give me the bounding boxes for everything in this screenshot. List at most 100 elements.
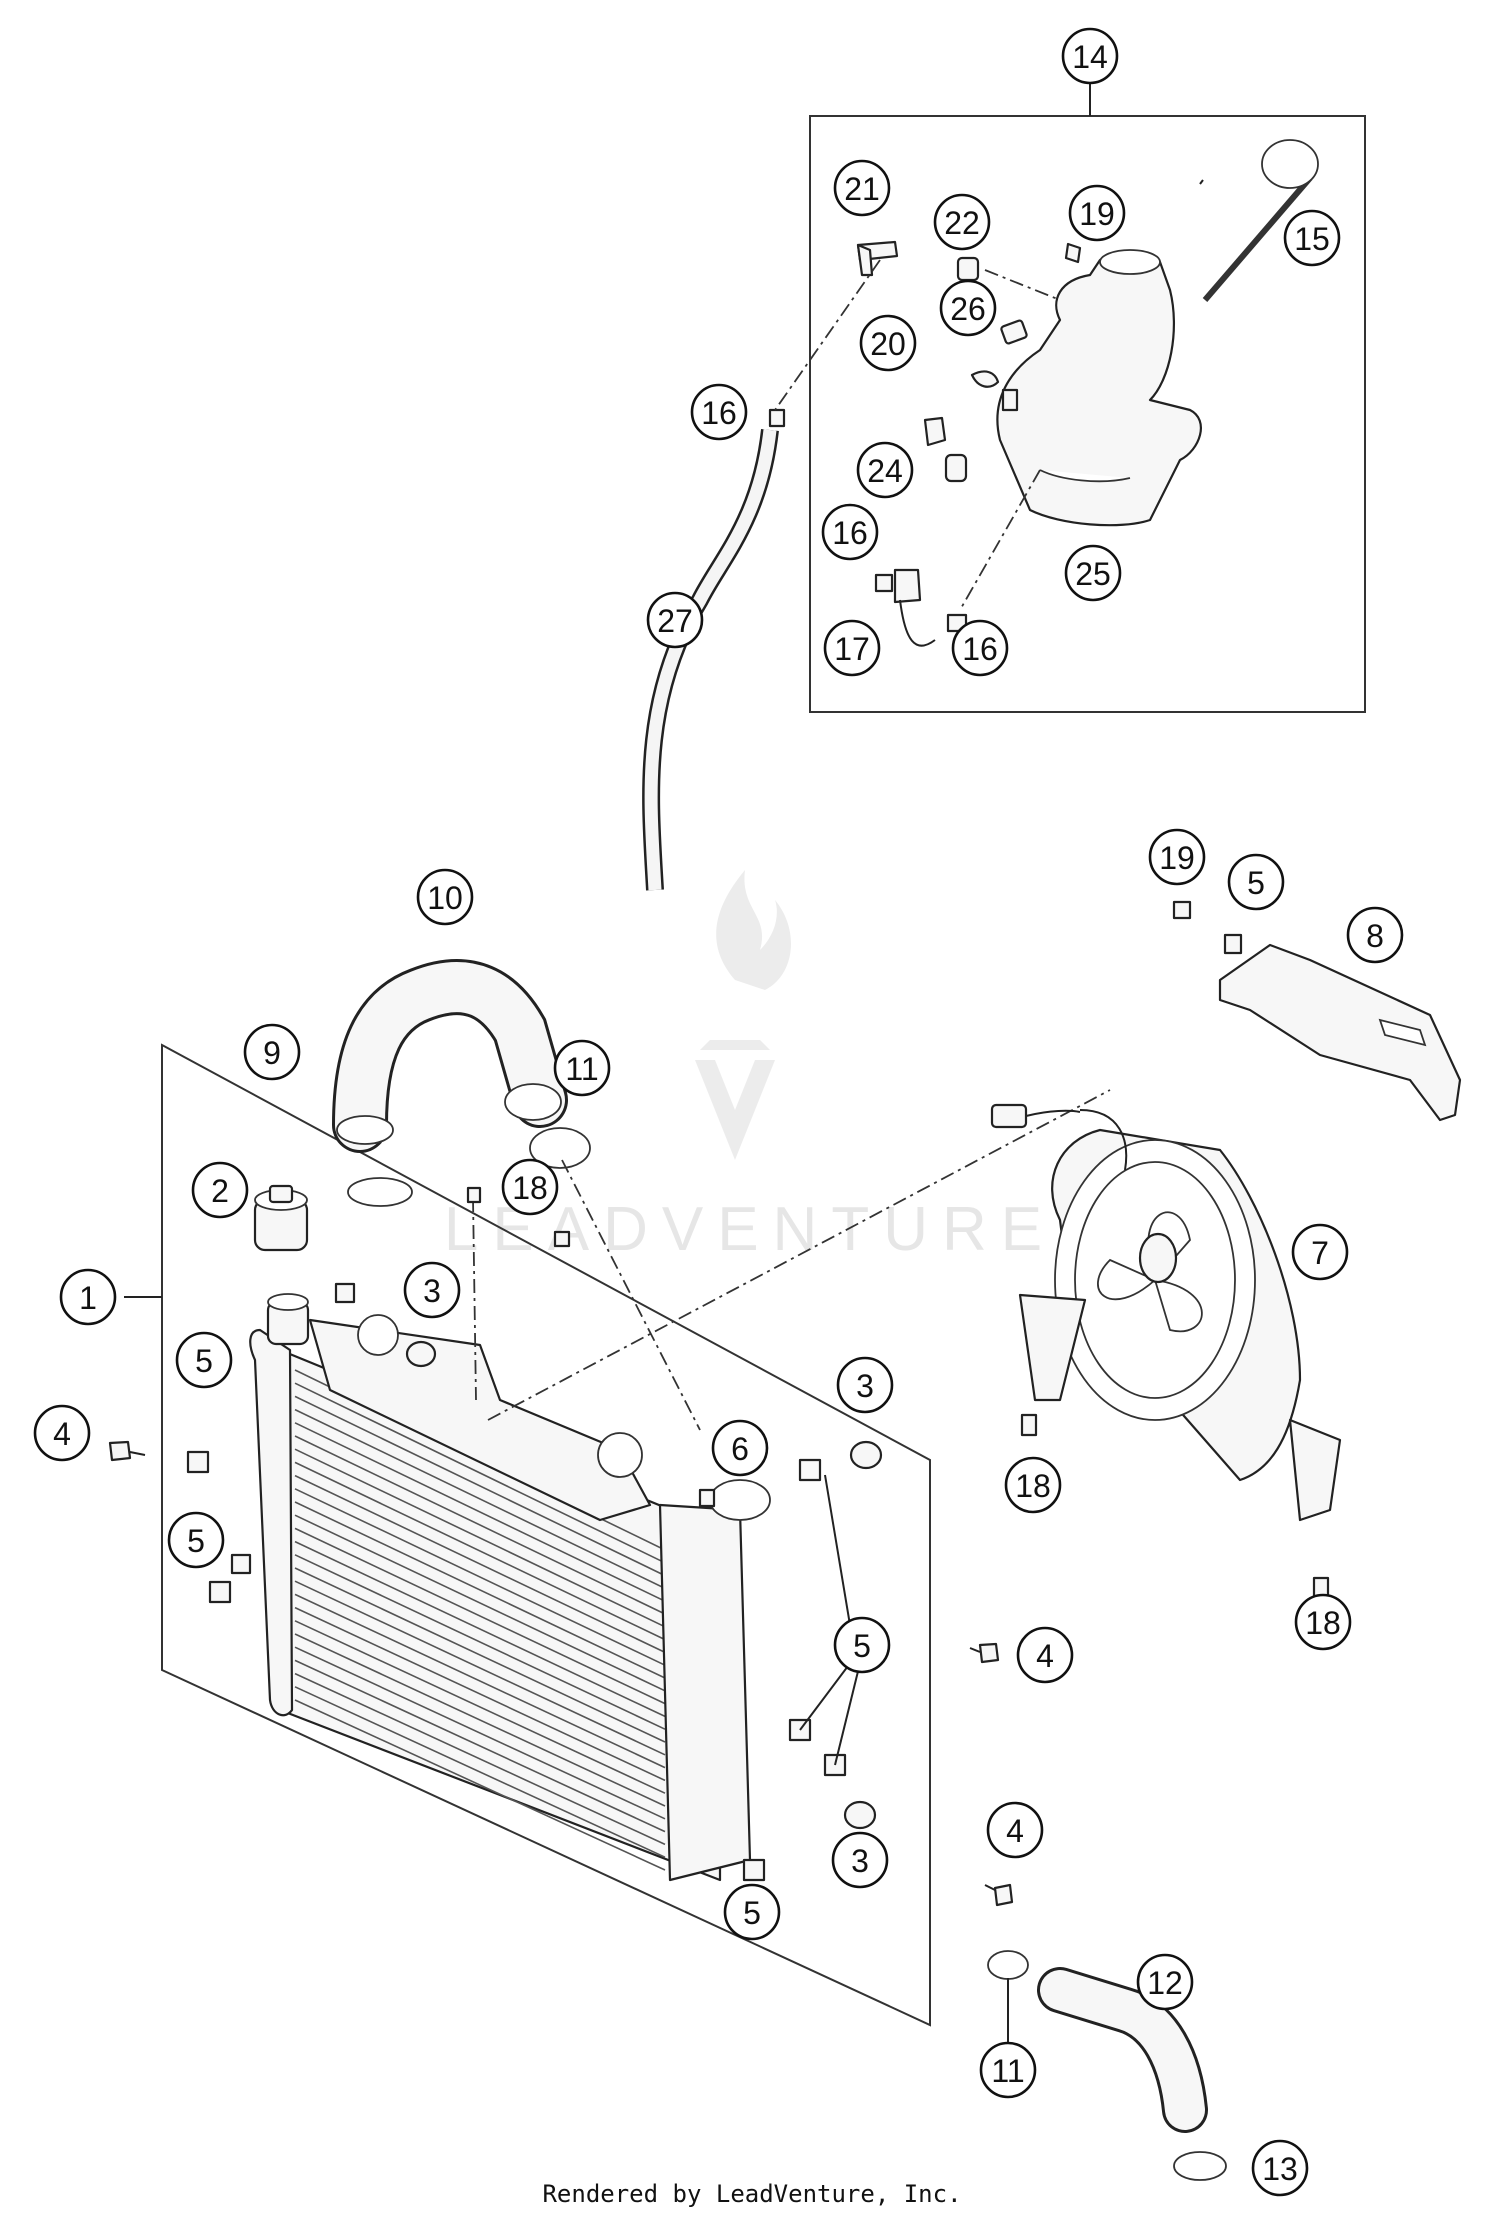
callout-number: 4 xyxy=(1036,1638,1054,1674)
callout-8[interactable]: 8 xyxy=(1346,906,1404,964)
callout-number: 18 xyxy=(512,1170,548,1206)
callout-number: 19 xyxy=(1079,196,1115,232)
callout-4c[interactable]: 4 xyxy=(986,1801,1044,1859)
callout-circle xyxy=(416,868,474,926)
radiator-fin xyxy=(294,1606,666,1782)
callout-number: 5 xyxy=(187,1523,205,1559)
callout-5b[interactable]: 5 xyxy=(167,1511,225,1569)
callout-number: 1 xyxy=(79,1280,97,1316)
radiator-fin xyxy=(294,1699,666,1871)
callout-12[interactable]: 12 xyxy=(1136,1953,1194,2011)
callout-number: 12 xyxy=(1147,1965,1183,2001)
hose-clamp xyxy=(987,1950,1029,1980)
callout-18b[interactable]: 18 xyxy=(1004,1456,1062,1514)
callout-circle xyxy=(859,314,917,372)
callout-27[interactable]: 27 xyxy=(646,591,704,649)
radiator-fin xyxy=(294,1514,666,1692)
callout-number: 3 xyxy=(856,1368,874,1404)
callout-number: 26 xyxy=(950,291,986,327)
callout-16a[interactable]: 16 xyxy=(690,383,748,441)
callout-circle xyxy=(1148,828,1206,886)
callout-21[interactable]: 21 xyxy=(833,159,891,217)
callout-number: 16 xyxy=(962,631,998,667)
radiator-cap xyxy=(253,1184,309,1252)
callout-18c[interactable]: 18 xyxy=(1294,1593,1352,1651)
callout-3c[interactable]: 3 xyxy=(831,1831,889,1889)
radiator-core xyxy=(249,1314,771,1882)
callout-11b[interactable]: 11 xyxy=(979,2041,1037,2099)
flame-logo-icon xyxy=(695,870,792,1160)
callout-circle xyxy=(1291,1223,1349,1281)
callout-5e[interactable]: 5 xyxy=(1227,853,1285,911)
callout-14[interactable]: 14 xyxy=(1061,27,1119,85)
guide-line xyxy=(487,1089,1111,1421)
callout-25[interactable]: 25 xyxy=(1064,544,1122,602)
callout-26[interactable]: 26 xyxy=(939,279,997,337)
callout-circle xyxy=(1346,906,1404,964)
radiator-fin xyxy=(294,1422,666,1602)
callout-3b[interactable]: 3 xyxy=(836,1356,894,1414)
callout-19a[interactable]: 19 xyxy=(1068,184,1126,242)
hose-clamp xyxy=(1173,2151,1227,2181)
callout-1[interactable]: 1 xyxy=(59,1268,117,1326)
callout-19b[interactable]: 19 xyxy=(1148,828,1206,886)
callout-circle xyxy=(175,1331,233,1389)
callout-number: 15 xyxy=(1294,221,1330,257)
radiator-hardware xyxy=(108,1186,1014,1907)
callout-11a[interactable]: 11 xyxy=(553,1039,611,1097)
callout-number: 4 xyxy=(53,1416,71,1452)
callout-15[interactable]: 15 xyxy=(1283,209,1341,267)
callout-17[interactable]: 17 xyxy=(823,619,881,677)
callout-4b[interactable]: 4 xyxy=(1016,1626,1074,1684)
callout-20[interactable]: 20 xyxy=(859,314,917,372)
callout-10[interactable]: 10 xyxy=(416,868,474,926)
callout-24[interactable]: 24 xyxy=(856,441,914,499)
callout-16c[interactable]: 16 xyxy=(951,619,1009,677)
callout-number: 3 xyxy=(423,1273,441,1309)
callout-number: 5 xyxy=(743,1895,761,1931)
callout-22[interactable]: 22 xyxy=(933,193,991,251)
callout-circle xyxy=(933,193,991,251)
callout-circle xyxy=(833,1616,891,1674)
reservoir-cap-dipstick xyxy=(1199,139,1319,302)
radiator-fin xyxy=(294,1540,666,1718)
radiator-fin xyxy=(294,1461,666,1641)
callout-4a[interactable]: 4 xyxy=(33,1404,91,1462)
hose-clamp xyxy=(347,1177,413,1207)
fan-bolt xyxy=(1020,1413,1038,1437)
callout-7[interactable]: 7 xyxy=(1291,1223,1349,1281)
guide-line xyxy=(472,1197,477,1401)
callout-9[interactable]: 9 xyxy=(243,1023,301,1081)
callout-number: 5 xyxy=(853,1628,871,1664)
callout-circle xyxy=(1251,2139,1309,2197)
callout-circle xyxy=(690,383,748,441)
radiator-fin xyxy=(294,1659,666,1833)
callout-3a[interactable]: 3 xyxy=(403,1261,461,1319)
callout-16b[interactable]: 16 xyxy=(821,503,879,561)
radiator-fin xyxy=(294,1593,666,1769)
radiator-fin xyxy=(294,1633,666,1807)
radiator-fin xyxy=(294,1686,666,1858)
callout-18a[interactable]: 18 xyxy=(501,1158,559,1216)
callout-number: 9 xyxy=(263,1035,281,1071)
callout-number: 8 xyxy=(1366,918,1384,954)
guide-line xyxy=(561,1159,701,1431)
callout-number: 3 xyxy=(851,1843,869,1879)
callout-6[interactable]: 6 xyxy=(711,1419,769,1477)
callout-2[interactable]: 2 xyxy=(191,1161,249,1219)
lower-radiator-hose xyxy=(1037,1967,1208,2133)
callout-circle xyxy=(1064,544,1122,602)
radiator-fin xyxy=(294,1567,666,1743)
callout-5d[interactable]: 5 xyxy=(723,1883,781,1941)
callout-number: 25 xyxy=(1075,556,1111,592)
callout-circle xyxy=(1061,27,1119,85)
callout-circle xyxy=(821,503,879,561)
callout-circle xyxy=(553,1039,611,1097)
callout-5c[interactable]: 5 xyxy=(833,1616,891,1674)
radiator-fin xyxy=(294,1554,666,1730)
callout-circle xyxy=(1294,1593,1352,1651)
callout-5a[interactable]: 5 xyxy=(175,1331,233,1389)
callout-13[interactable]: 13 xyxy=(1251,2139,1309,2197)
